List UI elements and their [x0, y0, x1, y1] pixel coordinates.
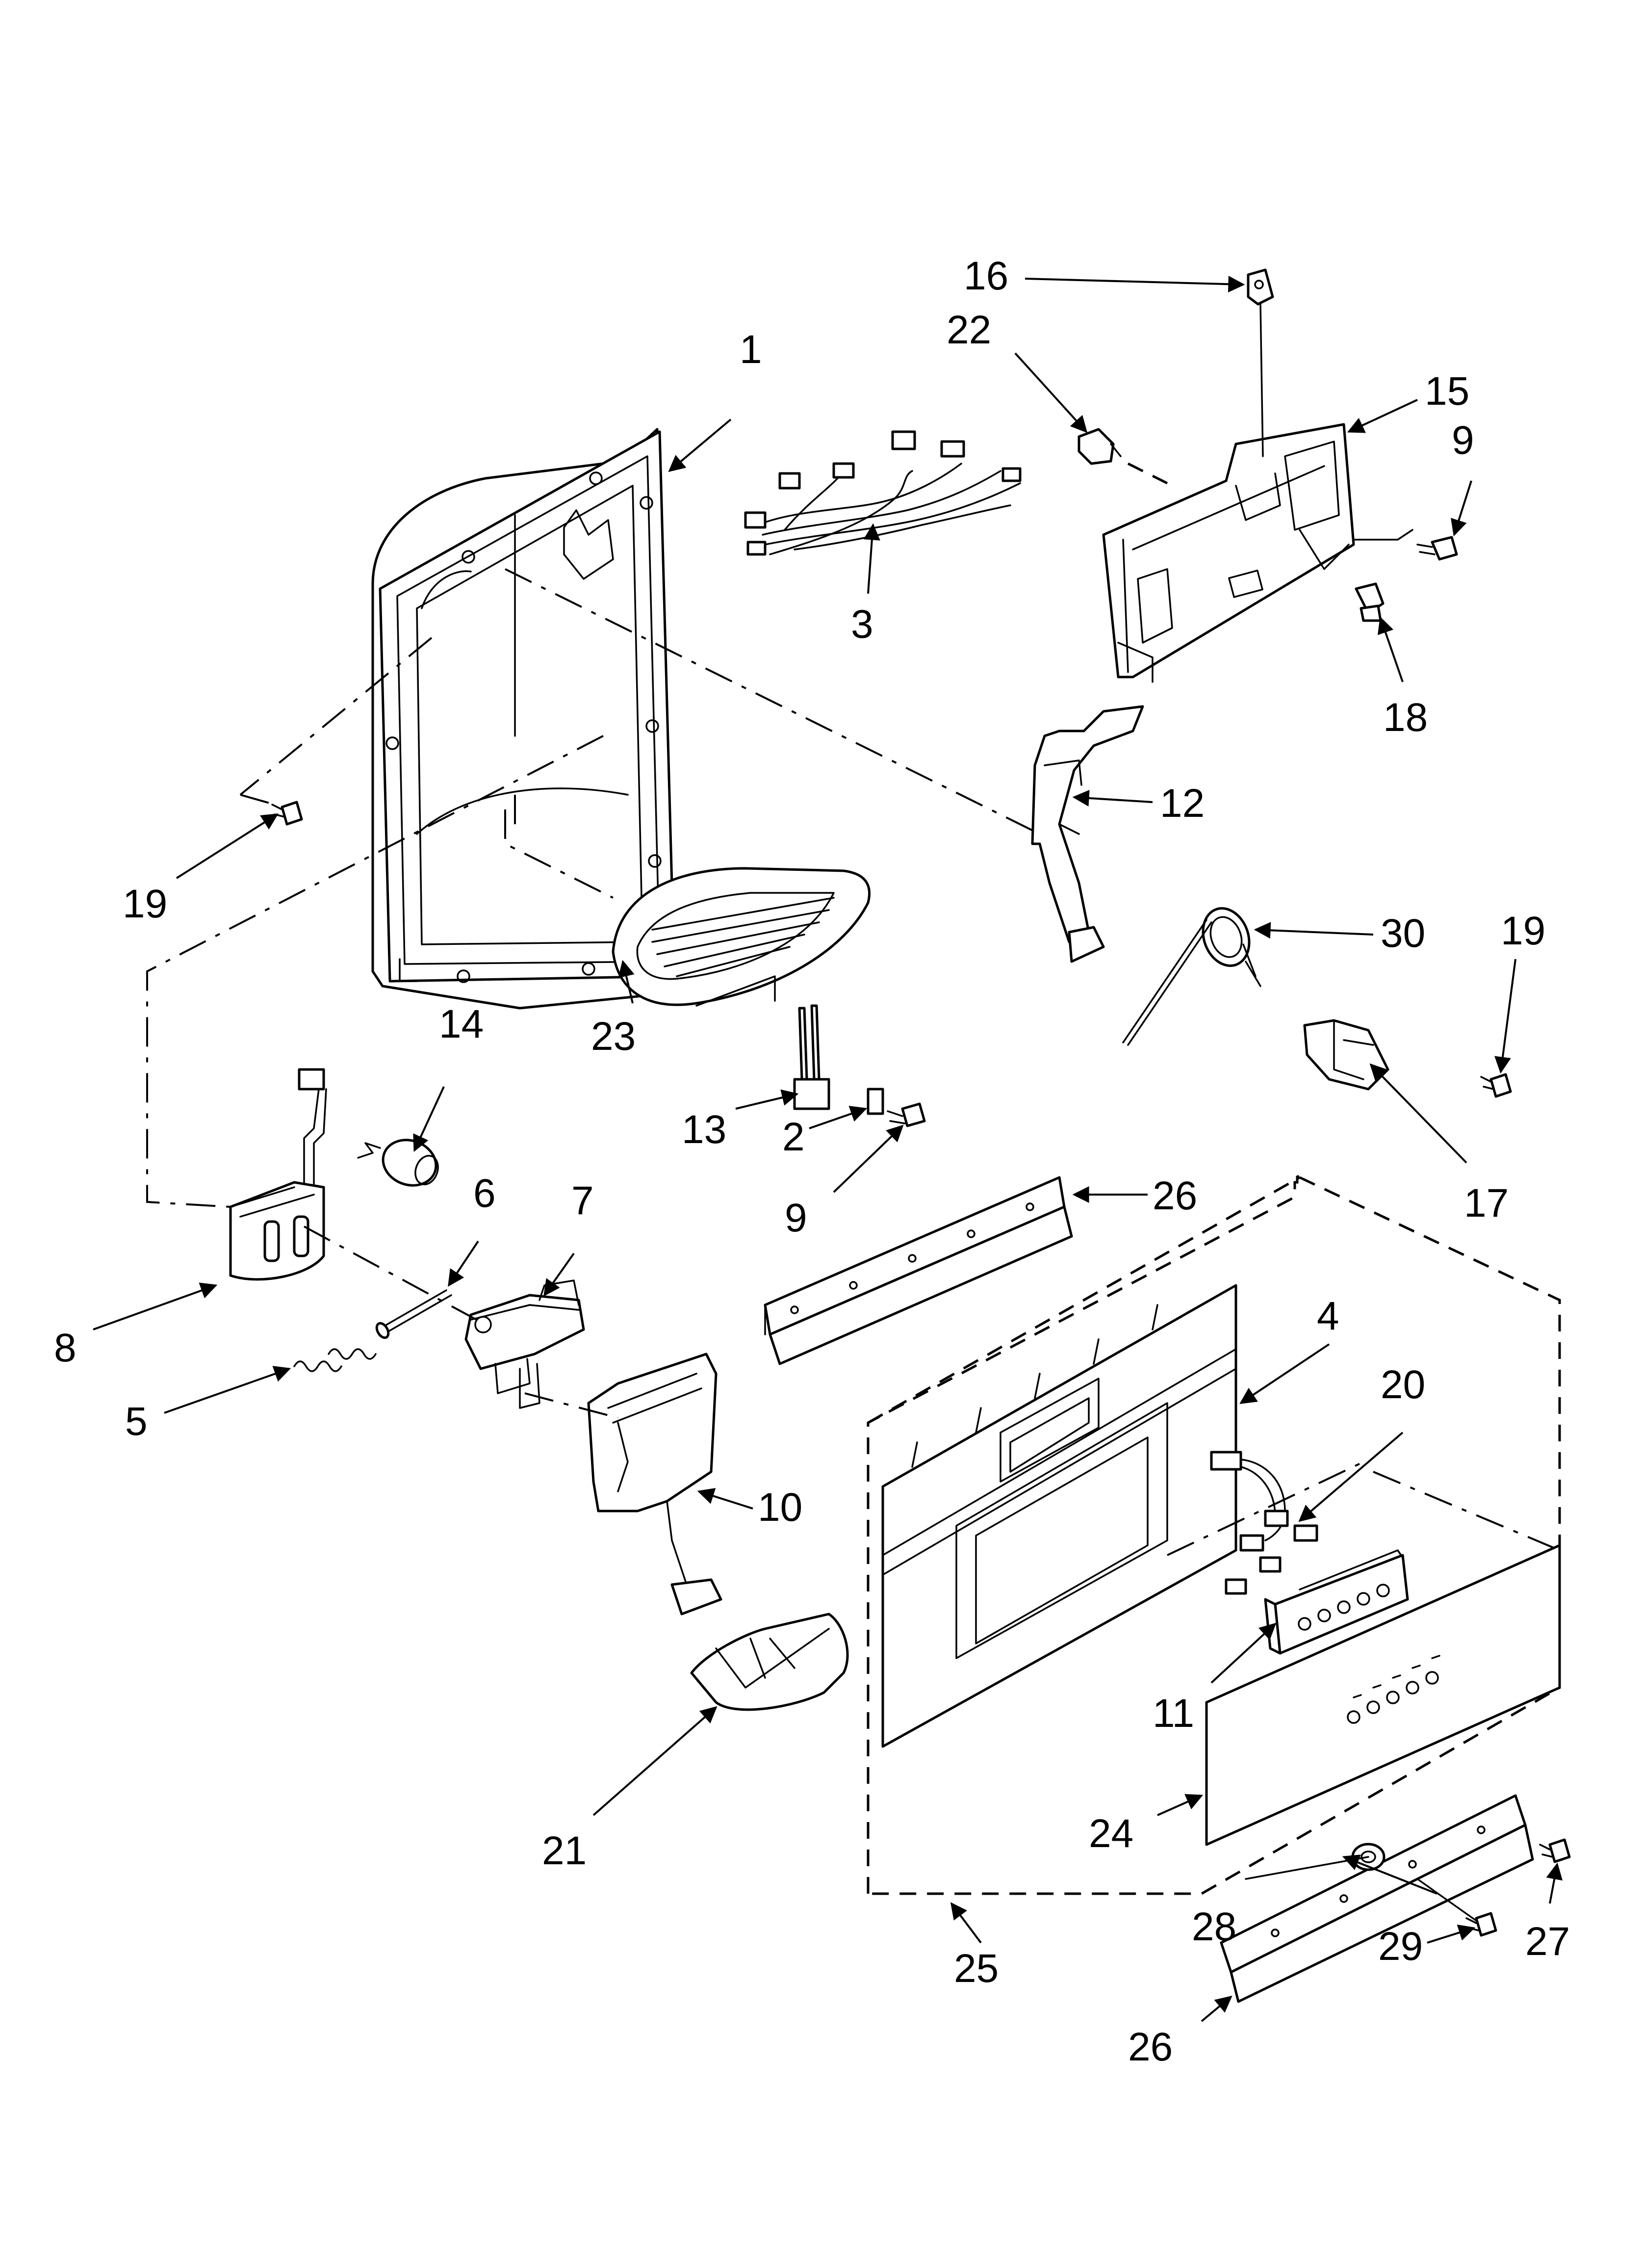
callout-19-right: 19	[1501, 909, 1545, 953]
callout-13: 13	[682, 1107, 726, 1152]
rail-part-26-bottom	[1220, 1794, 1534, 2003]
callout-26-bottom: 26	[1128, 2025, 1173, 2069]
callout-11: 11	[1153, 1691, 1194, 1736]
actuator-part-7	[464, 1279, 585, 1409]
lever-part-12	[1031, 705, 1144, 963]
control-board-part-11	[1264, 1549, 1409, 1655]
callout-6: 6	[473, 1171, 496, 1216]
control-wiring-part-20	[1210, 1451, 1318, 1595]
callout-12: 12	[1160, 781, 1205, 826]
callout-9-top: 9	[1452, 418, 1474, 463]
callout-4: 4	[1317, 1294, 1339, 1338]
callout-3: 3	[851, 602, 873, 647]
callout-labels: 1 2 3 4 5 6 7 8 9 9 10 11 12 13 14 15 16…	[54, 254, 1570, 2069]
callout-27: 27	[1525, 1919, 1570, 1964]
paddle-part-10	[587, 1353, 722, 1616]
callout-20: 20	[1381, 1362, 1425, 1407]
callout-23: 23	[591, 1014, 636, 1059]
drip-tray-part-21	[690, 1613, 849, 1711]
callout-24: 24	[1089, 1811, 1133, 1856]
callout-7: 7	[571, 1178, 594, 1223]
callout-22: 22	[947, 308, 991, 352]
chute-grille-part-23	[612, 867, 871, 1007]
spring-part-5	[293, 1348, 377, 1372]
plug-part-22	[1078, 428, 1168, 485]
callout-28: 28	[1192, 1904, 1236, 1949]
callout-9-middle: 9	[785, 1196, 807, 1240]
callout-16: 16	[964, 254, 1008, 298]
callout-30: 30	[1381, 911, 1425, 956]
insulator-part-2	[867, 1088, 884, 1115]
callout-5: 5	[125, 1399, 148, 1444]
screw-part-19-right	[1480, 1073, 1512, 1098]
pin-part-6	[375, 1289, 452, 1339]
callout-8: 8	[54, 1326, 77, 1370]
housing-frame-part-1	[371, 428, 676, 1010]
callout-29: 29	[1378, 1924, 1423, 1969]
spring-clip-part-13	[793, 1004, 830, 1110]
callout-17: 17	[1464, 1181, 1509, 1225]
housing-bracket-part-15	[1102, 423, 1413, 683]
screw-part-19-left	[271, 801, 303, 826]
switch-box-part-8	[229, 1068, 327, 1281]
screw-part-27	[1539, 1838, 1571, 1863]
solenoid-part-30	[1122, 907, 1261, 1046]
callout-14: 14	[439, 1002, 484, 1046]
callout-15: 15	[1425, 369, 1469, 414]
bracket-part-17	[1303, 1019, 1389, 1091]
callout-21: 21	[542, 1828, 587, 1873]
screw-part-29	[1465, 1912, 1497, 1937]
rail-part-26-top	[764, 1176, 1073, 1365]
screw-part-9-top	[1416, 536, 1458, 561]
callout-19-left: 19	[123, 882, 167, 926]
screw-part-9-middle	[887, 1102, 926, 1127]
front-panel-part-4	[881, 1284, 1237, 1748]
callout-25: 25	[954, 1946, 999, 1991]
callout-2: 2	[782, 1115, 805, 1159]
callout-10: 10	[758, 1485, 802, 1530]
motor-part-14	[357, 1139, 439, 1187]
wire-harness-part-3	[744, 430, 1022, 556]
leader-arrows	[93, 276, 1563, 2022]
grommet-part-18	[1355, 582, 1385, 622]
callout-18: 18	[1383, 695, 1428, 740]
callout-26-top: 26	[1153, 1173, 1197, 1218]
switch-part-16	[1247, 268, 1274, 457]
callout-1: 1	[740, 327, 762, 372]
assembly-lines	[146, 568, 1561, 1922]
